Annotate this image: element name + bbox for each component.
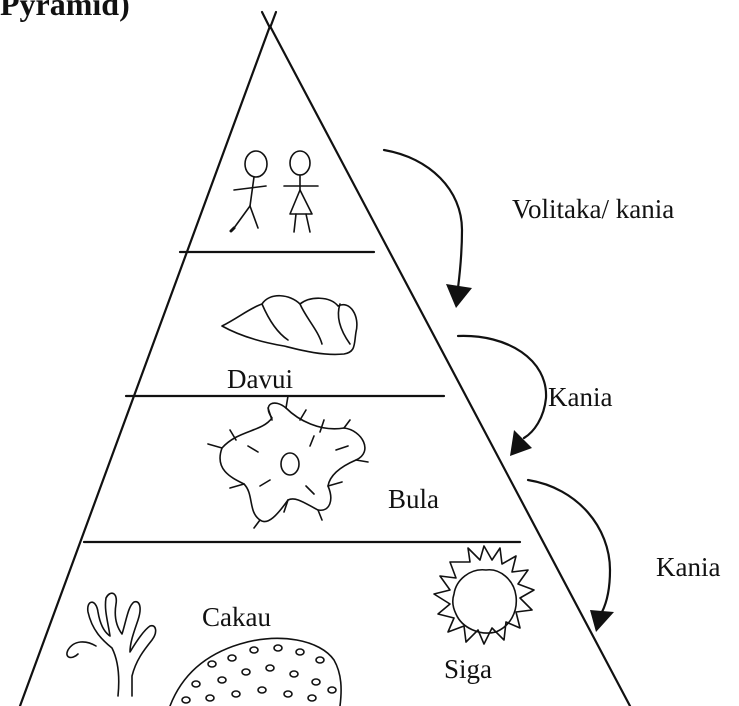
coral-icon xyxy=(169,637,342,706)
seaweed-icon xyxy=(66,592,157,697)
level-label-cakau: Cakau xyxy=(202,602,271,632)
arrow-label-3: Kania xyxy=(656,552,721,582)
people-icon xyxy=(229,150,319,233)
arrow-2 xyxy=(456,334,548,456)
level-label-bula: Bula xyxy=(388,484,439,514)
fish-icon xyxy=(221,294,358,356)
sun-icon xyxy=(433,545,535,645)
level-label-siga: Siga xyxy=(444,654,493,684)
sea-star-icon xyxy=(207,395,369,529)
arrow-1 xyxy=(382,148,472,308)
arrow-label-2: Kania xyxy=(548,382,613,412)
arrow-label-1: Volitaka/ kania xyxy=(512,194,675,224)
pyramid-outline xyxy=(18,10,632,706)
page-title: Pyramid) xyxy=(0,0,130,22)
arrow-3 xyxy=(526,478,614,632)
level-dividers xyxy=(82,250,522,544)
level-label-davui: Davui xyxy=(227,364,293,394)
